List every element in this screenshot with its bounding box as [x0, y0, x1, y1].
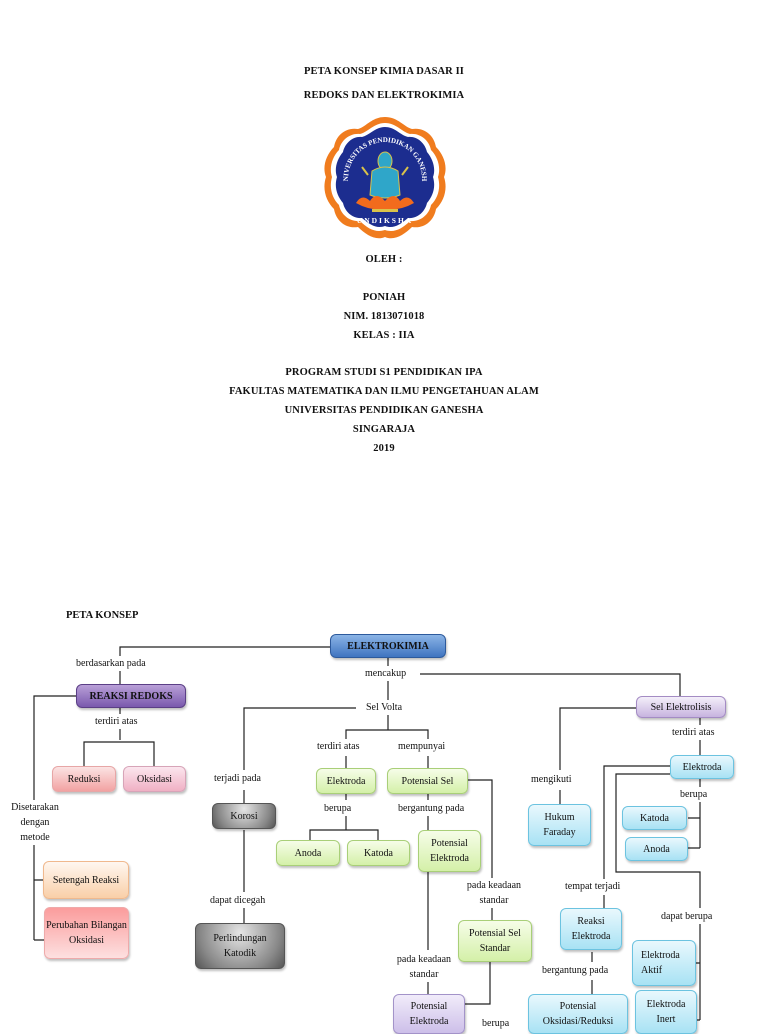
node-reaksi-redoks: REAKSI REDOKS: [76, 684, 186, 708]
university: UNIVERSITAS PENDIDIKAN GANESHA: [284, 405, 484, 416]
node-potensial-sel-standar: Potensial Sel Standar: [458, 920, 532, 962]
node-potensial-elektroda: Potensial Elektroda: [418, 830, 481, 872]
node-oksidasi: Oksidasi: [123, 766, 186, 792]
link-berdasarkan-pada: berdasarkan pada: [76, 656, 146, 671]
link-disetarakan-dengan-metode: Disetarakan dengan metode: [8, 800, 62, 845]
class-label: KELAS : IIA: [353, 330, 415, 341]
link-terdiri-atas-elektrolisis: terdiri atas: [672, 725, 715, 740]
node-reduksi: Reduksi: [52, 766, 116, 792]
author-name: PONIAH: [362, 292, 406, 303]
university-logo-icon: UNIVERSITAS PENDIDIKAN GANESHA UNDIKSHA: [320, 113, 446, 239]
student-id: NIM. 1813071018: [343, 311, 425, 322]
document-subtitle: REDOKS DAN ELEKTROKIMIA: [303, 90, 465, 101]
document-title: PETA KONSEP KIMIA DASAR II: [304, 66, 464, 77]
city: SINGARAJA: [352, 424, 416, 435]
node-elektrokimia: ELEKTROKIMIA: [330, 634, 446, 658]
node-potensial-oksidasi-reduksi: Potensial Oksidasi/Reduksi: [528, 994, 628, 1034]
study-program: PROGRAM STUDI S1 PENDIDIKAN IPA: [285, 367, 483, 378]
node-sel-elektrolisis: Sel Elektrolisis: [636, 696, 726, 718]
node-elektroda-aktif: Elektroda Aktif: [632, 940, 696, 986]
link-mengikuti: mengikuti: [531, 772, 572, 787]
link-berupa-elektrolisis: berupa: [680, 787, 708, 802]
node-elektroda-volta: Elektroda: [316, 768, 376, 794]
link-terdiri-atas-volta: terdiri atas: [317, 739, 360, 754]
node-potensial-sel: Potensial Sel: [387, 768, 468, 794]
node-katoda-elektrolisis: Katoda: [622, 806, 687, 830]
concept-map-heading: PETA KONSEP: [66, 610, 139, 621]
by-label: OLEH :: [365, 254, 403, 265]
node-reaksi-elektroda: Reaksi Elektroda: [560, 908, 622, 950]
link-dapat-dicegah: dapat dicegah: [210, 893, 266, 908]
link-terjadi-pada: terjadi pada: [214, 771, 261, 786]
link-dapat-berupa: dapat berupa: [661, 909, 713, 924]
node-korosi: Korosi: [212, 803, 276, 829]
link-pada-keadaan-standar-1: pada keadaan standar: [464, 878, 524, 908]
link-terdiri-atas-redoks: terdiri atas: [95, 714, 138, 729]
node-katoda-volta: Katoda: [347, 840, 410, 866]
svg-text:UNDIKSHA: UNDIKSHA: [357, 216, 413, 225]
node-perlindungan-katodik: Perlindungan Katodik: [195, 923, 285, 969]
node-hukum-faraday: Hukum Faraday: [528, 804, 591, 846]
node-anoda-elektrolisis: Anoda: [625, 837, 688, 861]
node-anoda-volta: Anoda: [276, 840, 340, 866]
link-bergantung-pada-volta: bergantung pada: [398, 801, 465, 816]
node-setengah-reaksi: Setengah Reaksi: [43, 861, 129, 899]
node-elektroda-elektrolisis: Elektroda: [670, 755, 734, 779]
link-pada-keadaan-standar-2: pada keadaan standar: [394, 952, 454, 982]
label-sel-volta: Sel Volta: [366, 700, 403, 715]
link-tempat-terjadi: tempat terjadi: [565, 879, 621, 894]
link-berupa-volta: berupa: [324, 801, 352, 816]
link-mencakup: mencakup: [365, 666, 407, 681]
link-mempunyai: mempunyai: [398, 739, 446, 754]
link-bergantung-pada-elektrolisis: bergantung pada: [542, 963, 609, 978]
faculty: FAKULTAS MATEMATIKA DAN ILMU PENGETAHUAN…: [229, 386, 539, 397]
year: 2019: [373, 443, 395, 454]
node-potensial-elektroda-standar: Potensial Elektroda: [393, 994, 465, 1034]
node-elektroda-inert: Elektroda Inert: [635, 990, 697, 1034]
node-perubahan-bilangan-oksidasi: Perubahan Bilangan Oksidasi: [44, 907, 129, 959]
